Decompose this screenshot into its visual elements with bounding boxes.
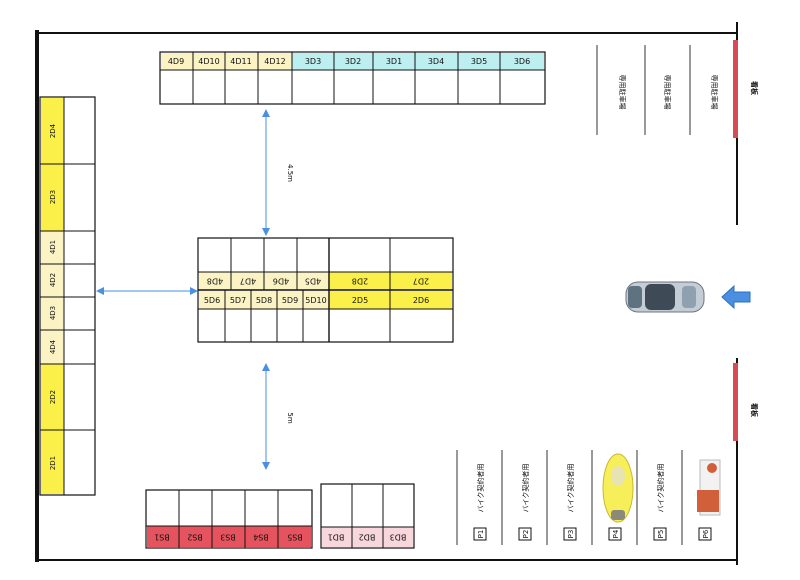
space-3D3: 3D3 (305, 57, 321, 66)
space-2D1: 2D1 (49, 456, 57, 470)
center-block-spaces: 4D8 4D7 4D6 4D5 2D8 2D7 5D6 5D7 5D8 5D9 … (197, 237, 454, 343)
space-4D1: 4D1 (49, 240, 57, 254)
space-BS2: BS2 (187, 533, 203, 542)
sign-bar-top (733, 40, 738, 138)
space-5D8: 5D8 (256, 296, 272, 305)
dedicated-parking-area: 専用駐車場 専用駐車場 専用駐車場 (596, 45, 719, 135)
space-4D10: 4D10 (198, 57, 219, 66)
sign-label-top: 看板 (750, 81, 759, 96)
distance-upper-label: 4.5m (286, 164, 294, 182)
space-BD3: BD3 (390, 533, 407, 542)
space-5D10: 5D10 (305, 296, 326, 305)
space-4D4: 4D4 (49, 339, 57, 354)
bike-text-P1: バイク契約者用 (476, 464, 485, 513)
space-BS5: BS5 (287, 533, 303, 542)
sign-bar-bottom (733, 363, 738, 441)
space-5D9: 5D9 (282, 296, 298, 305)
space-4D12: 4D12 (264, 57, 285, 66)
space-4D7: 4D7 (240, 277, 256, 286)
car-icon (625, 281, 705, 313)
space-2D3: 2D3 (49, 190, 57, 204)
scooter-icon (697, 459, 721, 516)
space-2D4: 2D4 (49, 123, 57, 138)
space-3D6: 3D6 (514, 57, 530, 66)
bike-code-P6: P6 (702, 529, 710, 538)
bike-code-P3: P3 (567, 530, 575, 539)
bike-code-P4: P4 (612, 529, 620, 538)
space-2D2: 2D2 (49, 390, 57, 404)
space-4D11: 4D11 (230, 57, 251, 66)
bike-code-P5: P5 (657, 530, 665, 539)
distance-lower-label: 5m (286, 412, 294, 423)
bike-text-P2: バイク契約者用 (521, 464, 530, 513)
space-2D7: 2D7 (413, 277, 429, 286)
space-4D2: 4D2 (49, 273, 57, 287)
entrance-arrow-icon (721, 284, 751, 310)
space-4D5: 4D5 (305, 277, 321, 286)
space-BS3: BS3 (220, 533, 236, 542)
space-3D4: 3D4 (428, 57, 444, 66)
space-BD2: BD2 (359, 533, 376, 542)
bike-text-P3: バイク契約者用 (566, 464, 575, 513)
space-3D1: 3D1 (386, 57, 402, 66)
bike-code-P1: P1 (477, 530, 485, 539)
left-column-spaces: 2D4 2D3 4D1 4D2 4D3 4D4 2D2 2D1 (39, 96, 96, 496)
dedicated-parking-label-2: 専用駐車場 (663, 75, 672, 110)
space-4D3: 4D3 (49, 306, 57, 320)
space-BS1: BS1 (154, 533, 170, 542)
space-2D5: 2D5 (352, 296, 368, 305)
space-3D2: 3D2 (345, 57, 361, 66)
space-3D5: 3D5 (471, 57, 487, 66)
space-BD1: BD1 (328, 533, 345, 542)
sign-label-bottom: 看板 (750, 403, 759, 418)
space-4D8: 4D8 (207, 277, 223, 286)
space-5D6: 5D6 (204, 296, 220, 305)
bike-code-P2: P2 (522, 530, 530, 539)
bike-text-P5: バイク契約者用 (656, 464, 665, 513)
space-2D6: 2D6 (413, 296, 429, 305)
space-4D9: 4D9 (168, 57, 184, 66)
dedicated-parking-label-1: 専用駐車場 (618, 75, 627, 110)
bottom-bd-spaces: BD1 BD2 BD3 (320, 483, 415, 549)
space-BS4: BS4 (253, 533, 269, 542)
space-4D6: 4D6 (273, 277, 289, 286)
top-row-spaces: 4D9 4D10 4D11 4D12 3D3 3D2 3D1 3D4 3D5 3… (159, 51, 546, 105)
dedicated-parking-label-3: 専用駐車場 (710, 75, 719, 110)
scooter-icon (602, 453, 634, 523)
space-2D8: 2D8 (352, 277, 368, 286)
bike-slots: P1 P2 P3 P4 P5 P6 バイク契約者用 バイク契約者用 バイク契約者… (456, 450, 721, 545)
space-5D7: 5D7 (230, 296, 246, 305)
bottom-bs-spaces: BS1 BS2 BS3 BS4 BS5 (145, 489, 313, 549)
